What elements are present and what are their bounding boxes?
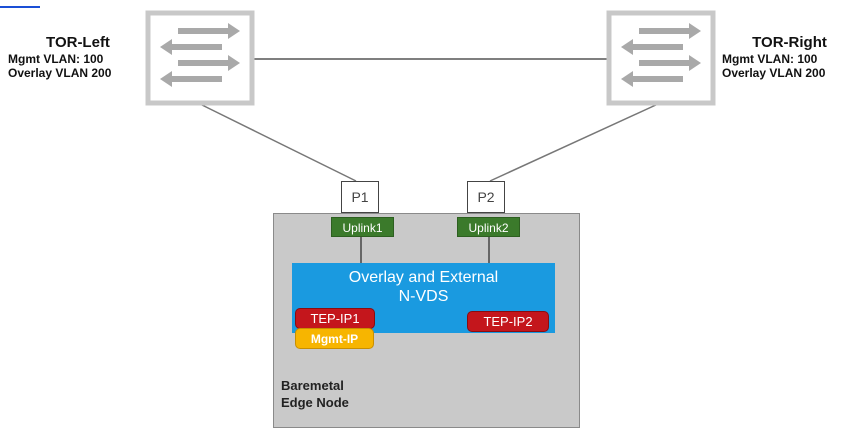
tep-ip1-badge: TEP-IP1 [295, 308, 375, 329]
port-p1: P1 [341, 181, 379, 213]
tor-right-switch [606, 10, 716, 106]
switch-arrows-icon [621, 23, 701, 87]
tor-right-title: TOR-Right [752, 34, 827, 51]
switch-arrows-icon [160, 23, 240, 87]
tor-left-switch [145, 10, 255, 106]
network-diagram [145, 10, 716, 182]
tor-right-overlay-vlan: Overlay VLAN 200 [722, 66, 826, 80]
nvds-title-line1: Overlay and External [348, 269, 499, 286]
tor-left-to-p1-line [199, 103, 357, 182]
edge-node-label: Baremetal Edge Node [281, 377, 349, 411]
edge-node-label-line2: Edge Node [281, 395, 349, 410]
mgmt-ip-badge: Mgmt-IP [295, 328, 374, 349]
tor-right-label: TOR-Right Mgmt VLAN: 100 Overlay VLAN 20… [722, 34, 857, 80]
tor-right-mgmt-vlan: Mgmt VLAN: 100 [722, 52, 818, 66]
tor-left-title: TOR-Left [46, 34, 110, 51]
tor-left-label: TOR-Left Mgmt VLAN: 100 Overlay VLAN 200 [8, 34, 148, 80]
tor-left-overlay-vlan: Overlay VLAN 200 [8, 66, 112, 80]
uplink1-badge: Uplink1 [331, 217, 394, 237]
tor-right-to-p2-line [489, 103, 659, 182]
uplink2-badge: Uplink2 [457, 217, 520, 237]
port-p2: P2 [467, 181, 505, 213]
edge-node-label-line1: Baremetal [281, 378, 344, 393]
nvds-title-line2: N-VDS [398, 288, 449, 305]
tep-ip2-badge: TEP-IP2 [467, 311, 549, 332]
tor-left-mgmt-vlan: Mgmt VLAN: 100 [8, 52, 104, 66]
top-link-fragment[interactable] [0, 0, 40, 8]
